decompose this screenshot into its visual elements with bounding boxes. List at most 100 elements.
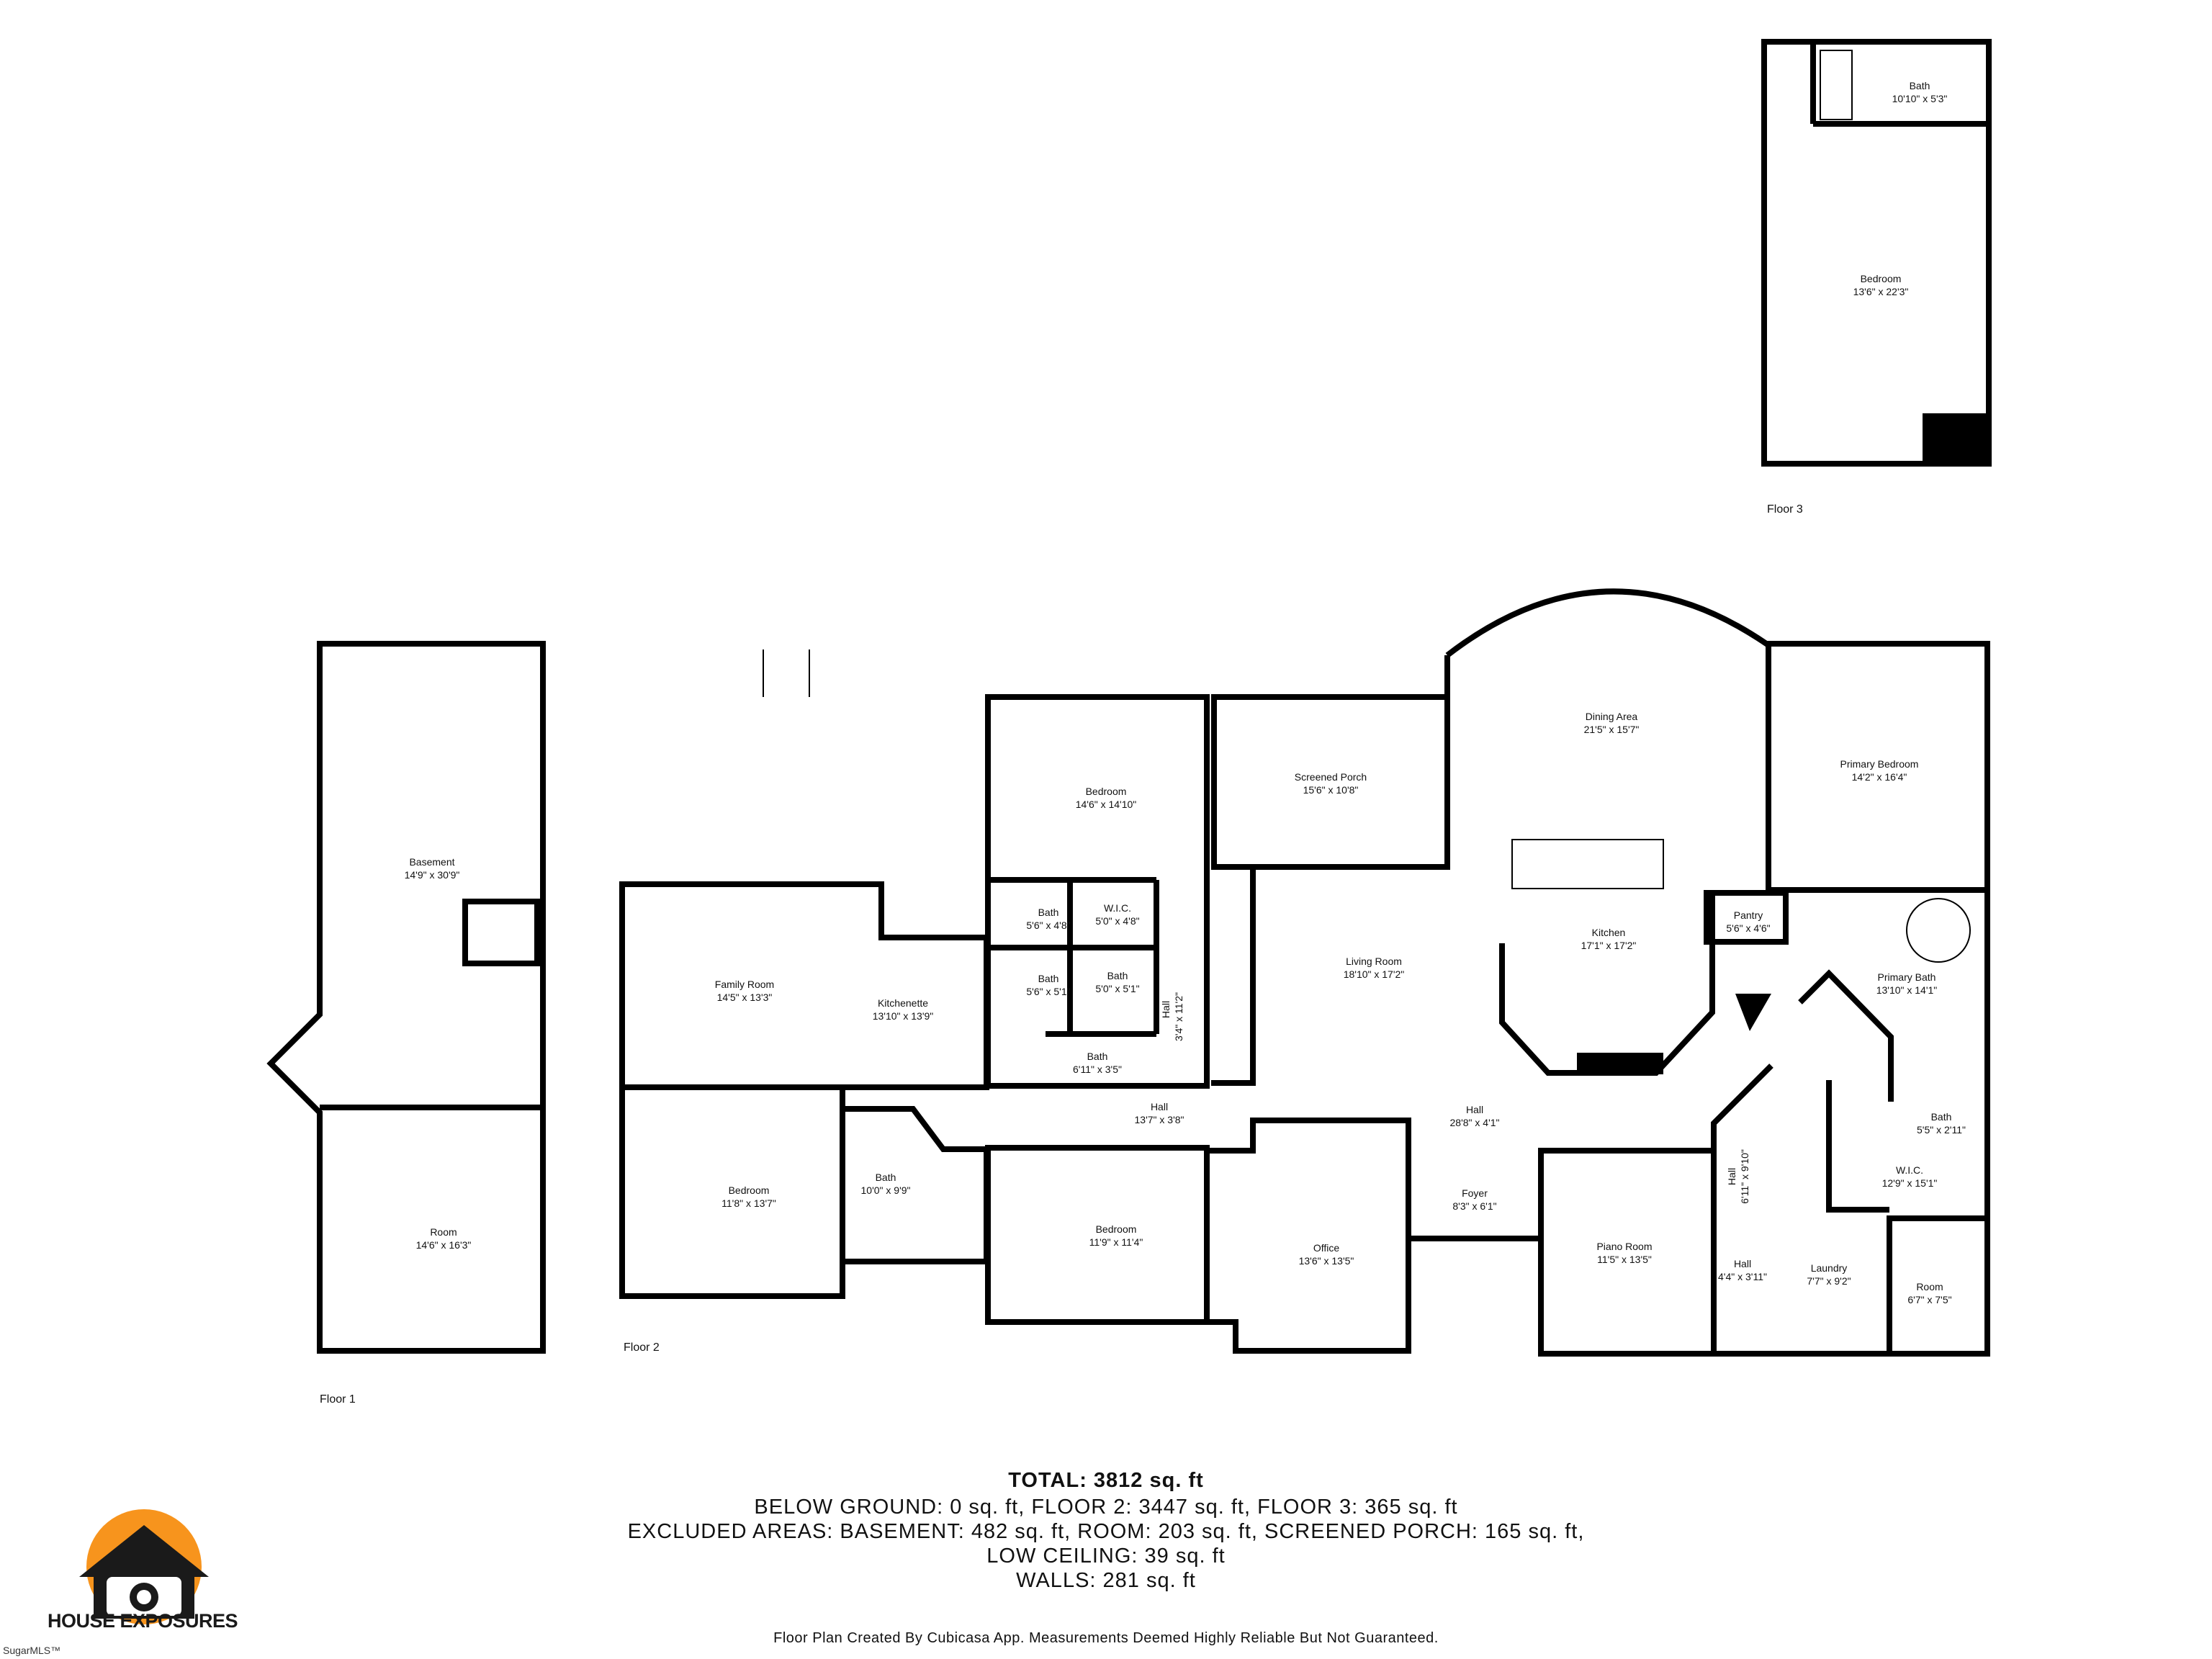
- kitchen-range: [1577, 1053, 1663, 1074]
- room-dim: 13'6" x 13'5": [1299, 1255, 1354, 1267]
- room-name: Bath: [1107, 970, 1128, 981]
- room-dim: 17'1" x 17'2": [1581, 940, 1637, 951]
- room-dim: 6'7" x 7'5": [1907, 1294, 1951, 1305]
- room-name: Bedroom: [1861, 273, 1902, 284]
- room-name: Bath: [1087, 1051, 1108, 1062]
- room-name: Living Room: [1346, 956, 1402, 967]
- office-walls: [1207, 1118, 1411, 1354]
- floor1-outline: [266, 641, 546, 1354]
- room-dim: 5'6" x 4'6": [1726, 922, 1770, 934]
- excluded-areas: EXCLUDED AREAS: BASEMENT: 482 sq. ft, RO…: [627, 1520, 1585, 1543]
- floor3-label: Floor 3: [1767, 503, 1803, 516]
- room-dim: 18'10" x 17'2": [1344, 968, 1405, 980]
- floor2-label: Floor 2: [624, 1341, 660, 1354]
- room-dim: 5'0" x 4'8": [1095, 915, 1139, 927]
- room-name: Foyer: [1462, 1187, 1488, 1199]
- room-name: Bath: [1038, 907, 1059, 918]
- room-dim: 14'9" x 30'9": [405, 869, 460, 881]
- room-dim: 11'8" x 13'7": [721, 1197, 776, 1209]
- room-name: Primary Bedroom: [1840, 758, 1919, 770]
- room-dim: 5'6" x 4'8": [1026, 920, 1070, 931]
- room-dim: 13'6" x 22'3": [1853, 286, 1909, 297]
- room-name: Bedroom: [1096, 1223, 1137, 1235]
- room-name: Kitchen: [1592, 927, 1626, 938]
- room-name: Bath: [1038, 973, 1059, 984]
- room-dim: 7'7" x 9'2": [1807, 1275, 1851, 1287]
- hall-e-walls: [1711, 1064, 1773, 1210]
- room-name: Laundry: [1811, 1262, 1848, 1274]
- room-dim: 5'5" x 2'11": [1917, 1124, 1966, 1136]
- room-name: Bath: [876, 1172, 896, 1183]
- area-breakdown: BELOW GROUND: 0 sq. ft, FLOOR 2: 3447 sq…: [754, 1496, 1458, 1519]
- low-ceiling: LOW CEILING: 39 sq. ft: [986, 1545, 1226, 1568]
- room-dim: 10'10" x 5'3": [1892, 93, 1948, 104]
- floor3-chimney: [1923, 413, 1989, 464]
- primary-tub: [1906, 898, 1971, 963]
- walls: [266, 39, 1992, 1357]
- floor3-tub: [1820, 50, 1853, 120]
- room-name: Hall: [1734, 1258, 1751, 1269]
- room-name: Hall: [1466, 1104, 1483, 1115]
- floor1-label: Floor 1: [320, 1393, 356, 1406]
- room-name: Hall: [1151, 1101, 1168, 1112]
- room-dim: 11'9" x 11'4": [1089, 1236, 1143, 1248]
- room-dim: 13'10" x 13'9": [873, 1010, 934, 1022]
- room-name: Dining Area: [1586, 711, 1638, 722]
- room-dim: 13'10" x 14'1": [1876, 984, 1938, 996]
- room-dim: 5'0" x 5'1": [1095, 983, 1139, 994]
- room-dim: 14'6" x 14'10": [1076, 799, 1137, 810]
- room-dim: 28'8" x 4'1": [1450, 1117, 1500, 1128]
- room-dim: 21'5" x 15'7": [1584, 724, 1640, 735]
- bedroom-n-walls: [985, 694, 1210, 1089]
- room-name: Room: [1916, 1281, 1943, 1292]
- room-name: Kitchenette: [878, 997, 928, 1009]
- room-dim: 8'3" x 6'1": [1452, 1200, 1496, 1212]
- room-dim: 14'6" x 16'3": [416, 1239, 472, 1251]
- room-dim: 14'5" x 13'3": [717, 992, 773, 1003]
- room-name: Hall: [1726, 1168, 1737, 1185]
- fixtures: [763, 50, 1971, 963]
- room-name: Hall: [1160, 1001, 1172, 1018]
- room-name: Bath: [1931, 1111, 1952, 1123]
- walls-area: WALLS: 281 sq. ft: [1016, 1569, 1196, 1592]
- room-name: Basement: [409, 856, 454, 868]
- room-name: Bedroom: [729, 1184, 770, 1196]
- room-name: Screened Porch: [1295, 771, 1367, 783]
- room-name: Pantry: [1734, 909, 1763, 921]
- room-name: Bath: [1910, 80, 1930, 91]
- bedroom-sw-walls: [619, 1084, 845, 1299]
- room-name: Piano Room: [1596, 1241, 1652, 1252]
- kitchen-column: [1735, 994, 1771, 1031]
- room-dim: 11'5" x 13'5": [1597, 1254, 1652, 1265]
- basement-doors: [763, 649, 810, 697]
- bath-sw-walls: [842, 1106, 989, 1264]
- room-name: Bedroom: [1086, 786, 1127, 797]
- floor2-family-outline: [619, 881, 989, 1090]
- room-name: Office: [1313, 1242, 1340, 1254]
- bedroom-s-walls: [985, 1145, 1210, 1325]
- total-area: TOTAL: 3812 sq. ft: [1008, 1469, 1204, 1492]
- brand-name: HOUSE EXPOSURES: [48, 1610, 238, 1632]
- room-name: Family Room: [715, 979, 774, 990]
- room-dim: 3'4" x 11'2": [1173, 992, 1184, 1041]
- stair-walls: [1826, 1080, 1889, 1213]
- room-name: W.I.C.: [1896, 1164, 1923, 1176]
- room-dim: 5'6" x 5'1": [1026, 986, 1070, 997]
- house-camera-logo-icon: [79, 1509, 209, 1624]
- kitchen-island: [1499, 890, 1768, 1076]
- room-dim: 4'4" x 3'11": [1718, 1271, 1767, 1282]
- room-dim: 6'11" x 3'5": [1073, 1064, 1122, 1075]
- disclaimer: Floor Plan Created By Cubicasa App. Meas…: [773, 1630, 1439, 1646]
- floor3-outline: [1761, 39, 1992, 467]
- room-labels: Basement 14'9" x 30'9" Room 14'6" x 16'3…: [405, 80, 1966, 1305]
- mls-watermark: SugarMLS™: [3, 1645, 61, 1656]
- room-dim: 13'7" x 3'8": [1135, 1114, 1184, 1125]
- room-dim: 10'0" x 9'9": [861, 1184, 911, 1196]
- room-dim: 15'6" x 10'8": [1303, 784, 1359, 796]
- room-name: Room: [430, 1226, 457, 1238]
- piano-room-walls: [1538, 1148, 1717, 1357]
- living-west-wall: [1211, 864, 1256, 1086]
- room-name: W.I.C.: [1104, 902, 1131, 914]
- primary-suite-walls: [1815, 887, 1990, 1357]
